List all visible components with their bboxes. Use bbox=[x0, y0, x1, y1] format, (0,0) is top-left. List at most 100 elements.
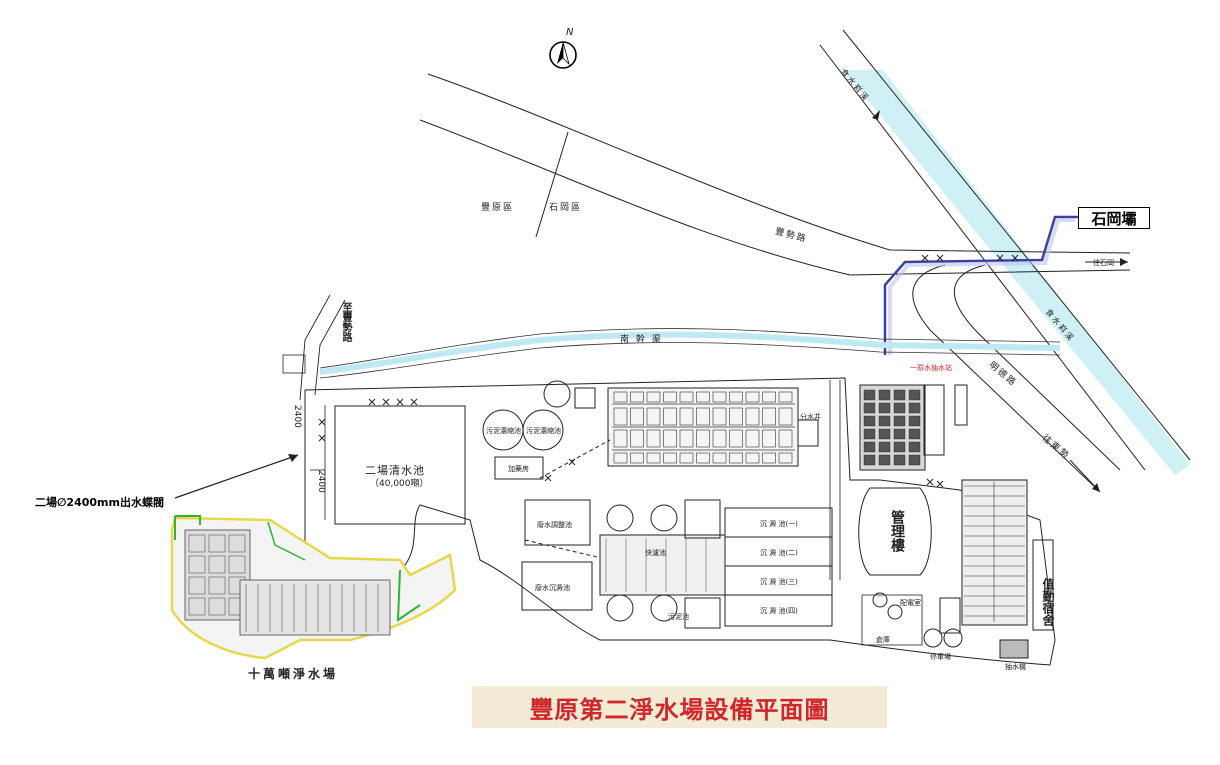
filter-cell bbox=[712, 391, 727, 403]
p100k-cell bbox=[208, 597, 226, 616]
road-mingde-edge bbox=[912, 264, 1099, 491]
filter-cell bbox=[696, 452, 710, 464]
filter-cell bbox=[696, 391, 710, 403]
p100k-cell bbox=[208, 534, 226, 553]
canal-nanyang-label: 南 幹 渠 bbox=[620, 335, 663, 345]
p100k-cell bbox=[188, 555, 206, 574]
valve-icon bbox=[318, 418, 326, 426]
valve-icon bbox=[410, 398, 418, 406]
filter-cell bbox=[729, 391, 743, 403]
road-mingde-edge2 bbox=[953, 264, 1121, 471]
filter-cell bbox=[646, 429, 661, 448]
filter-cell bbox=[679, 391, 694, 403]
pump-cell bbox=[893, 441, 906, 453]
pump-cell bbox=[878, 428, 891, 440]
filter-cell bbox=[762, 429, 776, 448]
p100k-cell bbox=[228, 534, 246, 553]
shigang-dam-label: 石岡壩 bbox=[1078, 207, 1150, 229]
valve-icon bbox=[382, 398, 390, 406]
label-sed-3: 沉 澱 池(三) bbox=[760, 578, 798, 586]
nanyang-canal bbox=[319, 331, 1061, 375]
label-chem: 加藥房 bbox=[508, 465, 529, 473]
filter-cell bbox=[729, 429, 743, 448]
pump-cell bbox=[863, 389, 876, 401]
road-fengshi-bottom bbox=[419, 119, 1131, 276]
pump-cell bbox=[878, 389, 891, 401]
p100k-cell bbox=[228, 555, 246, 574]
p100k-cell bbox=[208, 576, 226, 595]
filter-cell bbox=[696, 429, 710, 448]
pump-cell bbox=[893, 415, 906, 427]
pump-cell bbox=[908, 454, 921, 466]
sludge-settling bbox=[521, 561, 593, 611]
filter-cell bbox=[745, 452, 760, 464]
raw-water-pipe bbox=[883, 215, 1078, 355]
label-sed-2: 沉 澱 池(二) bbox=[760, 549, 798, 557]
filter-cell bbox=[613, 407, 628, 426]
label-dorm: 值勤宿舍 bbox=[1041, 578, 1055, 626]
map-title-box: 豐原第二淨水場設備平面圖 bbox=[472, 686, 887, 728]
pump-cell bbox=[893, 428, 906, 440]
valve-icon bbox=[568, 458, 576, 466]
filter-cell bbox=[745, 429, 760, 448]
filter-cell bbox=[696, 407, 710, 426]
pump-cell bbox=[908, 428, 921, 440]
filter-cell bbox=[613, 452, 628, 464]
filter-cell bbox=[613, 429, 628, 448]
label-distribution: 分水井 bbox=[800, 413, 821, 421]
clearwell-name: 二場清水池 bbox=[365, 464, 425, 477]
filter-cell bbox=[630, 452, 644, 464]
pipe-dim-a: 2400 bbox=[292, 405, 302, 428]
filter-cell bbox=[613, 391, 628, 403]
filter-cell bbox=[745, 407, 760, 426]
filter-cell bbox=[663, 452, 677, 464]
label-sed-4: 沉 澱 池(四) bbox=[760, 607, 798, 615]
pipe-dim-b: 2400 bbox=[316, 470, 326, 493]
valve-icon bbox=[1011, 254, 1019, 262]
filter-cell bbox=[729, 407, 743, 426]
filter-cell bbox=[712, 429, 727, 448]
north-label: N bbox=[566, 27, 574, 38]
filter-cell bbox=[679, 429, 694, 448]
road-to-fengshi: 至豐勢路 bbox=[340, 302, 351, 342]
filter-cell bbox=[762, 407, 776, 426]
road-fengshi-top bbox=[427, 73, 1131, 254]
label-sludge-settle: 廢水沉澱池 bbox=[535, 584, 570, 592]
pump-cell bbox=[908, 402, 921, 414]
filter-cell bbox=[778, 429, 793, 448]
pump-cell bbox=[908, 389, 921, 401]
filter-cell bbox=[663, 391, 677, 403]
filter-cell bbox=[762, 391, 776, 403]
filter-cell bbox=[729, 452, 743, 464]
thickener-2 bbox=[522, 409, 564, 451]
filter-cell bbox=[663, 429, 677, 448]
label-thickener-2: 污泥濃縮池 bbox=[526, 427, 561, 435]
admin-building bbox=[858, 487, 932, 576]
clearwell-tank bbox=[334, 405, 466, 525]
valve-icon bbox=[926, 478, 934, 486]
filter-cell bbox=[630, 407, 644, 426]
plant-boundary bbox=[304, 377, 1056, 666]
canal-bank-right bbox=[842, 29, 1191, 461]
filter-cell bbox=[663, 407, 677, 426]
pump-cell bbox=[863, 428, 876, 440]
valve-icon bbox=[921, 254, 929, 262]
filter-cell bbox=[778, 452, 793, 464]
pump-cell bbox=[863, 441, 876, 453]
map-title: 豐原第二淨水場設備平面圖 bbox=[529, 695, 830, 724]
pump-cell bbox=[878, 402, 891, 414]
filter-cell bbox=[646, 407, 661, 426]
filter-cell bbox=[762, 452, 776, 464]
filter-cell bbox=[778, 407, 793, 426]
label-warehouse: 倉庫 bbox=[876, 636, 890, 644]
filter-cell bbox=[712, 452, 727, 464]
label-pump-house: 抽水機 bbox=[1005, 663, 1026, 671]
label-sludge-equal: 廢水調整池 bbox=[537, 521, 572, 529]
valve-icon bbox=[368, 398, 376, 406]
label-thickener-1: 污泥濃縮池 bbox=[486, 427, 521, 435]
road-to-shigang: 往石岡 bbox=[1093, 259, 1114, 267]
p100k-cell bbox=[188, 597, 206, 616]
label-sed-1: 沉 澱 池(一) bbox=[760, 520, 798, 528]
pump-cell bbox=[863, 402, 876, 414]
